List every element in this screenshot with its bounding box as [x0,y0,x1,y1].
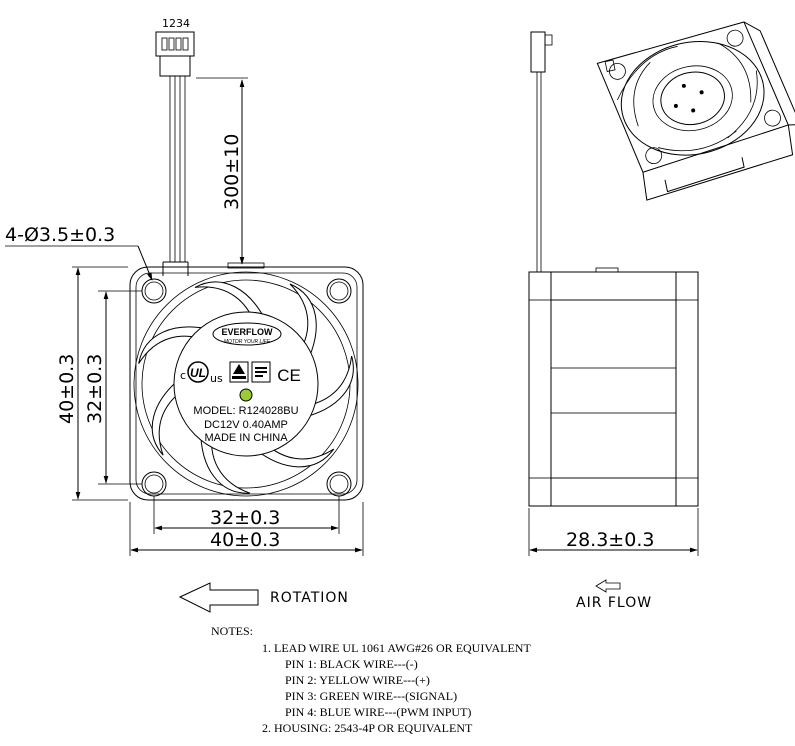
height-outer-label: 40±0.3 [56,354,78,424]
notes-line-1: 1. LEAD WIRE UL 1061 AWG#26 OR EQUIVALEN… [262,641,531,655]
mount-hole-top-left [141,278,167,304]
width-pitch-label: 32±0.3 [210,507,280,529]
isometric-view [596,21,795,201]
mount-hole-bottom-left [141,471,167,497]
connector: 1234 [155,17,195,77]
depth-dimension: 28.3±0.3 [528,508,699,556]
hub-label: EVERFLOW MOTOR YOUR LIFE c UL us CE [173,311,319,457]
notes-pin-4: PIN 4: BLUE WIRE---(PWM INPUT) [285,705,471,719]
ul-cert-icon: c UL us [180,361,223,385]
cable-length-dimension: 300±10 [196,77,248,265]
width-outer-dimension: 40±0.3 [129,502,364,556]
cable-length-label: 300±10 [221,134,243,210]
notes-title: NOTES: [211,624,253,638]
everflow-logo [212,322,282,346]
svg-text:c: c [180,369,186,382]
width-outer-label: 40±0.3 [210,529,280,551]
notes: NOTES: 1. LEAD WIRE UL 1061 AWG#26 OR EQ… [211,624,531,735]
led-indicator [239,388,253,402]
front-view: 1234 300±10 4-Ø3.5±0.3 [5,17,364,556]
notes-line-2: 2. HOUSING: 2543-4P OR EQUIVALENT [262,721,473,735]
ce-mark-icon: CE [277,366,301,385]
tuv-cert-icon [229,361,249,383]
svg-text:CE: CE [277,366,301,385]
hole-label: 4-Ø3.5±0.3 [5,224,115,246]
svg-text:UL: UL [190,366,206,380]
mount-hole-bottom-right [326,471,352,497]
fan-side-body [528,271,699,507]
brand-name: EVERFLOW [222,327,274,337]
rotation-label: ROTATION [270,590,349,606]
airflow-label: AIR FLOW [576,595,652,611]
notes-pin-1: PIN 1: BLACK WIRE---(-) [285,657,418,671]
width-pitch-dimension: 32±0.3 [153,496,340,534]
lead-wires [162,76,189,276]
rotation-legend: ROTATION [178,582,349,613]
notes-pin-3: PIN 3: GREEN WIRE---(SIGNAL) [285,689,457,703]
side-view: 28.3±0.3 [528,31,699,556]
depth-label: 28.3±0.3 [566,529,654,551]
mount-hole-top-right [326,278,352,304]
svg-text:us: us [210,372,223,385]
rotation-arrow-icon [178,582,259,613]
height-pitch-dimension: 32±0.3 [84,290,142,485]
notes-pin-2: PIN 2: YELLOW WIRE---(+) [285,673,430,687]
brand-slogan: MOTOR YOUR LIFE [224,339,271,345]
hole-dimension: 4-Ø3.5±0.3 [5,224,153,281]
height-pitch-label: 32±0.3 [84,354,106,424]
model-text: MODEL: R124028BU [193,405,298,417]
height-outer-dimension: 40±0.3 [56,266,128,501]
connector-pin-numbers: 1234 [162,17,190,30]
rating-text: DC12V 0.40AMP [204,419,288,431]
semko-cert-icon [251,361,271,383]
origin-text: MADE IN CHINA [204,432,288,444]
airflow-legend: AIR FLOW [576,579,652,611]
airflow-arrow-icon [595,579,621,593]
